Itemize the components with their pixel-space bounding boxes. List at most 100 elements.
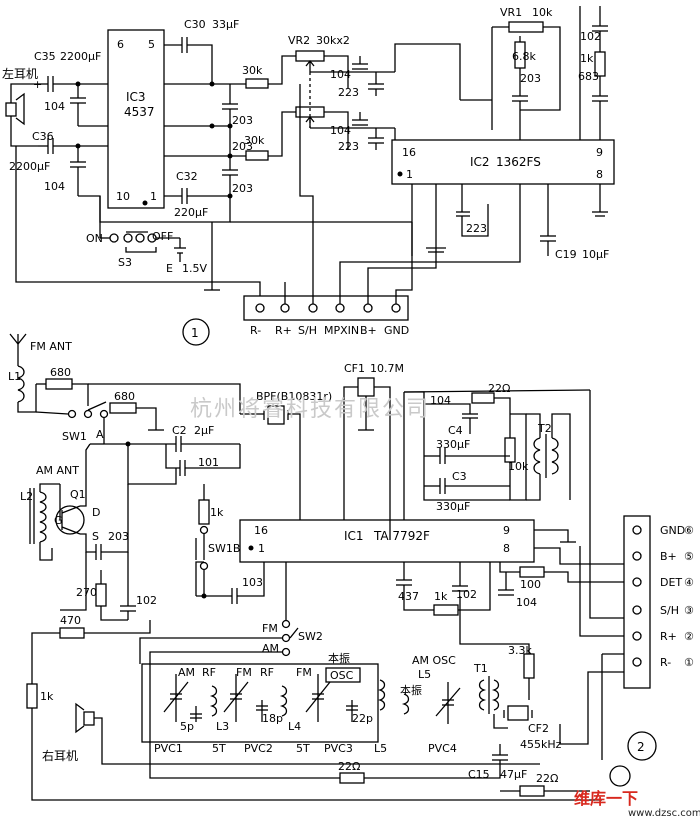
q1-transistor: [55, 505, 85, 535]
c203-c-label: 203: [232, 182, 253, 195]
r68k-label: 6.8k: [512, 50, 536, 63]
t1-label: T1: [473, 662, 488, 675]
ic3-body: [107, 29, 165, 209]
l3-label: L3: [216, 720, 229, 733]
svg-text:8: 8: [596, 168, 603, 181]
svg-text:6: 6: [117, 38, 124, 51]
ic1-part: TA 7792F: [373, 529, 430, 543]
r270-label: 270: [76, 586, 97, 599]
conn1-label-1: R+: [275, 324, 292, 337]
connector-2: [623, 515, 651, 689]
logo-url: www.dzsc.com: [628, 808, 700, 819]
circuit-2-number: 2: [637, 740, 645, 754]
r30k-a-label: 30k: [242, 64, 263, 77]
sw1b-label: SW1B: [208, 542, 240, 555]
am-osc-label: AM OSC: [412, 654, 456, 667]
ic1-label: IC1: [344, 529, 364, 543]
svg-text:8: 8: [503, 542, 510, 555]
cf2-filter: [507, 705, 529, 721]
c104-c-label: 104: [330, 68, 351, 81]
pvc4-label: PVC4: [428, 742, 457, 755]
svg-text:5: 5: [148, 38, 155, 51]
conn2-label-b: B+: [660, 550, 677, 563]
q1-drain-label: D: [92, 506, 100, 519]
c223-a-label: 223: [338, 86, 359, 99]
c4-value: 330μF: [436, 438, 470, 451]
r680-a-label: 680: [50, 366, 71, 379]
svg-text:1: 1: [406, 168, 413, 181]
am-ant-label: AM ANT: [36, 464, 79, 477]
cf1-label: CF1: [344, 362, 365, 375]
left-earphone-symbol: [5, 92, 25, 126]
svg-text:1: 1: [258, 542, 265, 555]
conn2-label-gnd: GND: [660, 524, 685, 537]
conn1-label-4: B+: [360, 324, 377, 337]
ic3-label: IC3: [126, 90, 146, 104]
switch-on-label: ON: [86, 232, 103, 245]
r22-b-label: 22Ω: [338, 760, 360, 773]
c35-value: 2200μF: [60, 50, 101, 63]
conn2-label-det: DET: [660, 576, 682, 589]
c203-b-label: 203: [232, 140, 253, 153]
vr1-value: 10k: [532, 6, 553, 19]
c102-label: 102: [580, 30, 601, 43]
dzsc-logo: 维库一下 www.dzsc.com: [574, 765, 700, 819]
svg-text:+: +: [33, 78, 42, 91]
c437-label: 437: [398, 590, 419, 603]
circuit-2-number-badge: [627, 731, 657, 761]
svg-text:9: 9: [596, 146, 603, 159]
cf1-filter: [357, 377, 375, 397]
right-earphone-symbol: [75, 702, 95, 734]
l4-label: L4: [288, 720, 301, 733]
s3-contact-2: [123, 233, 133, 243]
svg-text:②: ②: [684, 630, 694, 643]
q1-label: Q1: [70, 488, 86, 501]
pvc3-fm-label: FM: [296, 666, 312, 679]
c36-value: 2200μF: [9, 160, 50, 173]
r22-c-label: 22Ω: [536, 772, 558, 785]
left-earphone-label: 左耳机: [2, 66, 38, 81]
ic2-part: 1362FS: [496, 155, 541, 169]
q1-source-label: S: [92, 530, 99, 543]
c2-label: C2: [172, 424, 187, 437]
conn2-label-sh: S/H: [660, 604, 679, 617]
local-osc-2-label: 本振: [400, 683, 422, 697]
s3-contact-3: [135, 233, 145, 243]
svg-text:10: 10: [116, 190, 130, 203]
c104-bottom-label: 104: [516, 596, 537, 609]
bpf-label: BPF(B10831r): [256, 390, 332, 403]
svg-text:9: 9: [503, 524, 510, 537]
c104-top-label: 104: [430, 394, 451, 407]
r1k-label: 1k: [580, 52, 594, 65]
pvc1-label: PVC1: [154, 742, 183, 755]
bpf-filter: [267, 405, 285, 425]
svg-text:1: 1: [150, 190, 157, 203]
c203-a-label: 203: [232, 114, 253, 127]
svg-text:16: 16: [254, 524, 268, 537]
t5-a-label: 5T: [212, 742, 226, 755]
c15-label: C15: [468, 768, 490, 781]
sw2-am-label: AM: [262, 642, 279, 655]
circuit-1-number-badge: [182, 318, 210, 346]
c19-label: C19: [555, 248, 577, 261]
conn1-label-2: S/H: [298, 324, 317, 337]
c104-a-label: 104: [44, 100, 65, 113]
pvc2-fm-label: FM: [236, 666, 252, 679]
c203-d-label: 203: [520, 72, 541, 85]
switch-off-label: OFF: [152, 230, 173, 243]
q1-gate-label: G: [54, 514, 63, 527]
sw2-label: SW2: [298, 630, 323, 643]
c32-value: 220μF: [174, 206, 208, 219]
vr2-label: VR2: [288, 34, 310, 47]
c203-label: 203: [108, 530, 129, 543]
svg-text:④: ④: [684, 576, 694, 589]
c102-a-label: 102: [136, 594, 157, 607]
node-a-label: A: [96, 428, 104, 441]
ic2-body: [391, 139, 615, 185]
c4-label: C4: [448, 424, 463, 437]
c36-label: C36: [32, 130, 54, 143]
right-earphone-label: 右耳机: [42, 748, 78, 763]
circuit-2: FM ANT L1 680 680 SW1 A C2 2μF 101 BPF(B…: [8, 333, 694, 801]
t2-label: T2: [537, 422, 552, 435]
r1k-a-label: 1k: [210, 506, 224, 519]
